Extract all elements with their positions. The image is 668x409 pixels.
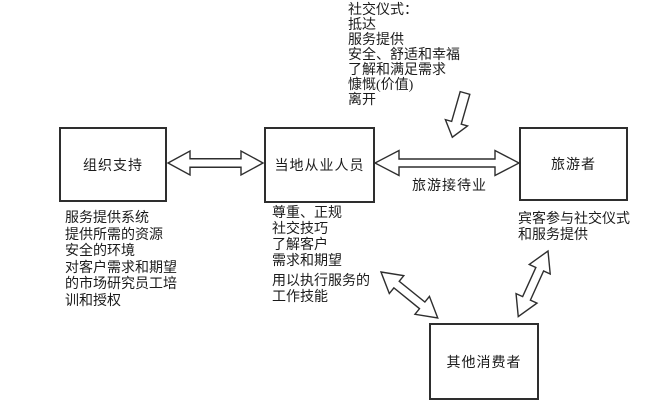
org-support-list: 服务提供系统 提供所需的资源 安全的环境 对客户需求和期望 的市场研究员工培 训… [65,211,177,310]
box-local-staff: 当地从业人员 [264,127,375,203]
org-support-line: 提供所需的资源 [65,227,163,243]
hospitality-arrow-label: 旅游接待业 [412,179,487,194]
arrow-local-consumers [379,271,439,319]
org-support-line: 服务提供系统 [65,211,149,226]
org-support-line: 安全的环境 [65,244,135,259]
ritual-line: 了解和满足需求 [348,63,446,78]
box-other-consumers: 其他消费者 [429,323,539,400]
box-org-support: 组织支持 [59,127,167,202]
org-support-line: 的市场研究员工培 [65,277,177,292]
org-support-line: 对客户需求和期望 [65,260,177,276]
ritual-line: 服务提供 [348,33,404,48]
arrow-local-tourist [373,149,521,177]
local-staff-line: 社交技巧 [272,222,328,237]
local-staff-list: 尊重、正规 社交技巧 了解客户 需求和期望 用以执行服务的 工作技能 [272,206,370,306]
local-staff-line: 工作技能 [272,290,328,305]
arrow-ritual-down [444,90,471,139]
local-staff-line: 尊重、正规 [272,206,342,221]
box-tourist-label: 旅游者 [551,158,596,173]
ritual-list: 社交仪式： 抵达 服务提供 安全、舒适和幸福 了解和满足需求 慷慨(价值) 离开 [348,3,460,108]
tourist-line: 宾客参与社交仪式 [518,212,630,227]
box-tourist: 旅游者 [519,127,628,201]
box-local-staff-label: 当地从业人员 [274,159,365,174]
local-staff-line: 用以执行服务的 [272,274,370,289]
box-org-support-label: 组织支持 [83,158,143,174]
ritual-line: 抵达 [348,18,376,33]
box-other-consumers-label: 其他消费者 [446,355,522,371]
ritual-line: 慷慨(价值) [348,78,414,93]
tourist-line: 和服务提供 [518,228,588,243]
ritual-line: 社交仪式： [348,3,418,18]
local-staff-line: 了解客户 [272,238,328,253]
ritual-line: 离开 [348,93,376,108]
tourist-list: 宾客参与社交仪式 和服务提供 [518,212,630,244]
ritual-line: 安全、舒适和幸福 [348,48,460,63]
org-support-line: 训和授权 [65,293,121,309]
arrow-tourist-consumers [515,249,552,318]
arrow-org-local [166,149,265,177]
local-staff-line: 需求和期望 [272,254,342,269]
